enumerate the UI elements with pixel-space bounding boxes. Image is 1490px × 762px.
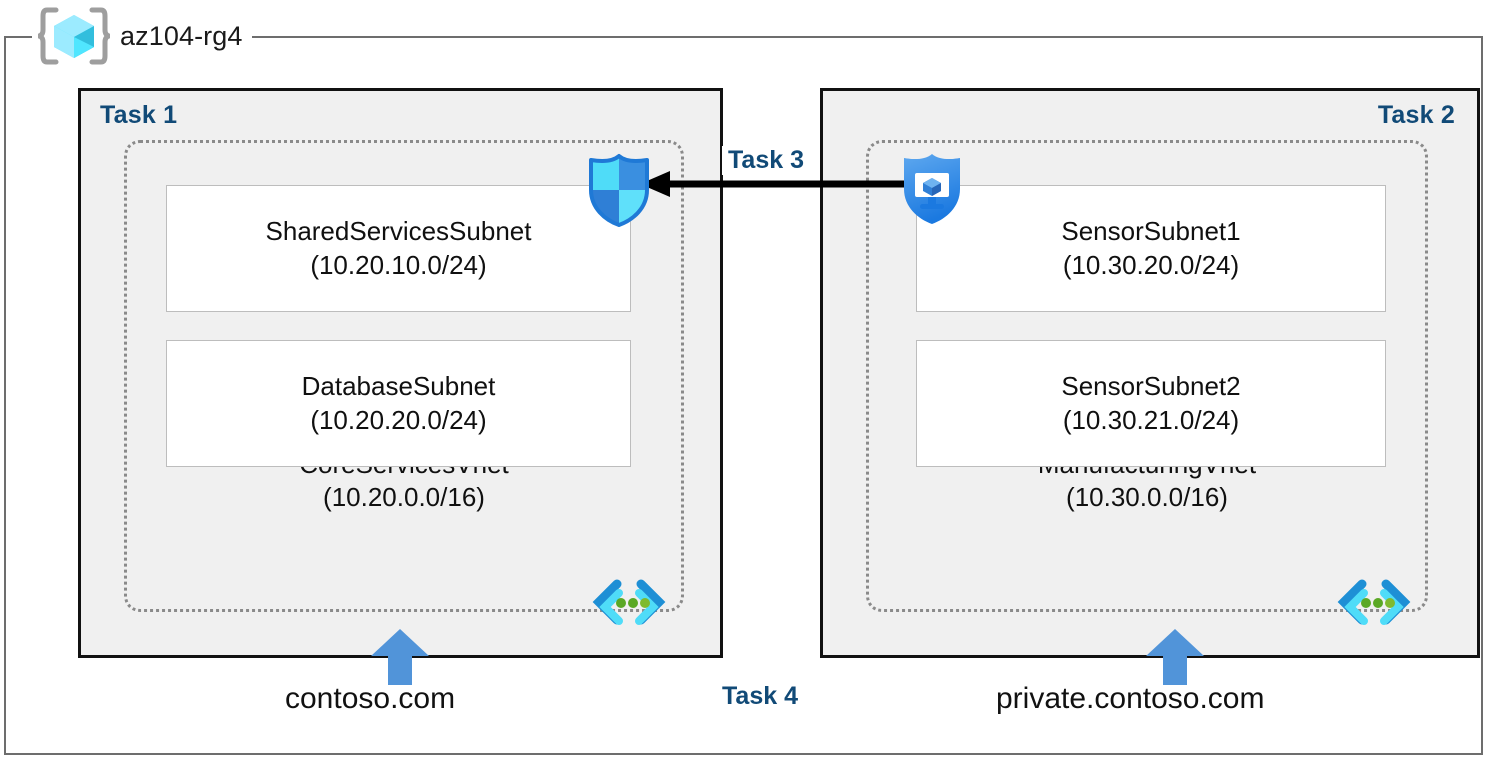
subnet-name: SharedServicesSubnet	[265, 216, 532, 247]
task-label-task3: Task 3	[722, 146, 810, 175]
resource-group-name: az104-rg4	[120, 20, 243, 51]
resource-group-header: az104-rg4	[32, 2, 253, 70]
vm-shield-icon	[895, 150, 969, 228]
subnet-cidr: (10.30.20.0/24)	[1062, 249, 1240, 280]
shield-icon	[583, 152, 655, 228]
task-label-task4: Task 4	[722, 682, 798, 710]
dns-zone-label-private-contoso: private.contoso.com	[996, 682, 1265, 715]
dns-link-arrow-icon	[371, 629, 429, 685]
subnet-databasesubnet: DatabaseSubnet (10.20.20.0/24)	[166, 340, 631, 467]
subnet-sensorsubnet1: SensorSubnet1 (10.30.20.0/24)	[916, 185, 1386, 312]
vnet-cidr: (10.20.0.0/16)	[323, 482, 485, 513]
subnet-sensorsubnet2: SensorSubnet2 (10.30.21.0/24)	[916, 340, 1386, 467]
vnet-icon	[591, 578, 667, 626]
vnet-cidr: (10.30.0.0/16)	[1066, 482, 1228, 513]
azure-resource-group-cube-icon	[36, 6, 112, 66]
subnet-cidr: (10.30.21.0/24)	[1062, 404, 1240, 435]
subnet-name: SensorSubnet2	[1061, 371, 1241, 402]
task-label-task2: Task 2	[1377, 101, 1455, 129]
dns-zone-label-contoso: contoso.com	[285, 682, 456, 715]
subnet-name: SensorSubnet1	[1061, 216, 1241, 247]
subnet-cidr: (10.20.20.0/24)	[310, 404, 487, 435]
vnet-icon	[1336, 578, 1412, 626]
peering-arrow-icon	[640, 168, 918, 200]
task-label-task1: Task 1	[100, 101, 178, 129]
dns-link-arrow-icon	[1146, 629, 1204, 685]
subnet-cidr: (10.20.10.0/24)	[310, 249, 487, 280]
resource-group-frame	[4, 36, 1483, 755]
subnet-sharedservicessubnet: SharedServicesSubnet (10.20.10.0/24)	[166, 185, 631, 312]
subnet-name: DatabaseSubnet	[301, 371, 496, 402]
